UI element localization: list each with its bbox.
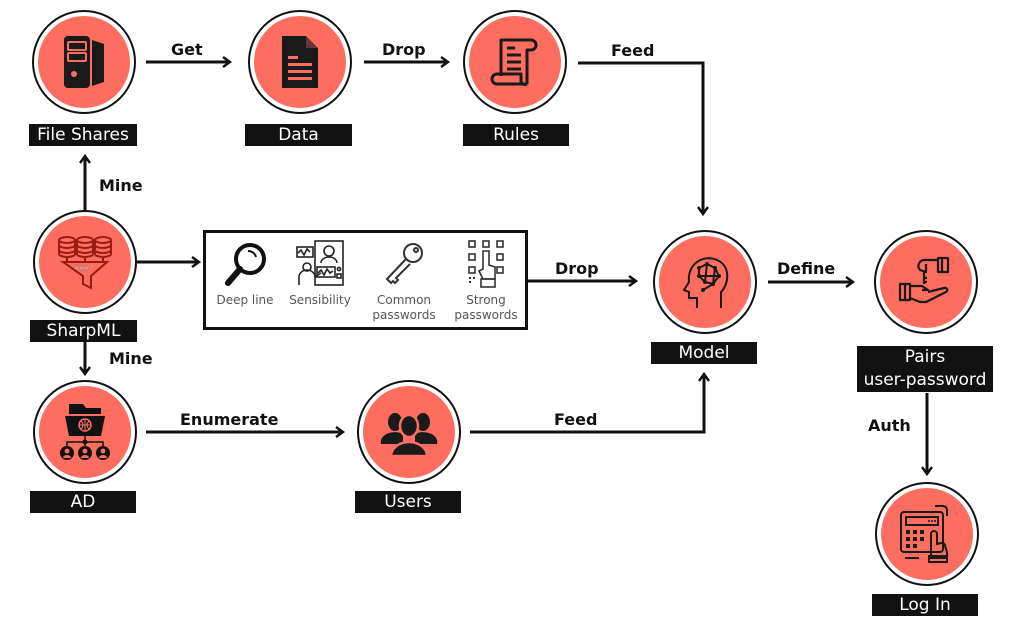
folder-network-icon	[60, 404, 110, 460]
node-users[interactable]	[357, 380, 461, 484]
node-model[interactable]	[653, 230, 757, 334]
users-group-icon	[380, 413, 438, 458]
label-file-shares: File Shares	[29, 124, 137, 146]
brain-head-icon	[682, 257, 729, 308]
node-sharpml[interactable]	[33, 210, 137, 314]
label-pairs-line1: Pairs	[904, 347, 946, 367]
server-icon	[64, 36, 104, 88]
edge-feed-users-model	[470, 371, 710, 434]
node-ad[interactable]	[33, 380, 137, 484]
node-login[interactable]	[875, 482, 979, 586]
edge-label-mine-up: Mine	[99, 176, 143, 195]
edge-label-mine-down: Mine	[109, 349, 153, 368]
keypad-icon	[900, 505, 948, 563]
label-pairs: Pairs user-password	[857, 346, 993, 392]
feature-label: Sensibility	[289, 293, 351, 307]
magnifier-icon	[225, 243, 266, 286]
node-data[interactable]	[248, 10, 352, 114]
key-icon	[385, 243, 423, 285]
node-pairs[interactable]	[874, 230, 978, 334]
edge-label-feed-users: Feed	[554, 410, 598, 429]
edge-label-drop-model: Drop	[555, 259, 599, 278]
keypad-touch-icon	[468, 240, 504, 288]
label-sharpml: SharpML	[30, 320, 137, 342]
edge-label-auth: Auth	[868, 416, 911, 435]
feature-label: Deep line	[216, 293, 274, 307]
edge-label-enumerate: Enumerate	[180, 410, 279, 429]
edge-feed-rules-model	[578, 61, 709, 217]
feature-panel: Deep line Sensibility	[203, 230, 528, 330]
label-pairs-line2: user-password	[863, 370, 987, 390]
edge-label-drop: Drop	[382, 40, 426, 59]
label-data: Data	[245, 124, 352, 146]
document-icon	[282, 36, 318, 88]
label-users: Users	[355, 491, 461, 513]
label-ad: AD	[30, 491, 136, 513]
feature-common-passwords: Common passwords	[364, 239, 444, 323]
key-handover-icon	[898, 256, 950, 304]
node-rules[interactable]	[463, 10, 567, 114]
node-file-shares[interactable]	[32, 10, 136, 114]
edge-label-define: Define	[777, 259, 836, 278]
edge-label-feed: Feed	[611, 41, 655, 60]
feature-deep-line: Deep line	[212, 239, 278, 308]
feature-label: Common passwords	[372, 293, 436, 322]
edge-label-get: Get	[171, 40, 203, 59]
feature-label: Strong passwords	[454, 293, 518, 322]
label-rules: Rules	[463, 124, 569, 146]
database-funnel-icon	[58, 236, 112, 290]
scroll-icon	[490, 38, 538, 87]
label-model: Model	[651, 342, 757, 364]
feature-sensibility: Sensibility	[284, 239, 356, 308]
monitoring-person-icon	[296, 240, 344, 286]
label-login: Log In	[872, 594, 978, 616]
feature-strong-passwords: Strong passwords	[446, 239, 526, 323]
